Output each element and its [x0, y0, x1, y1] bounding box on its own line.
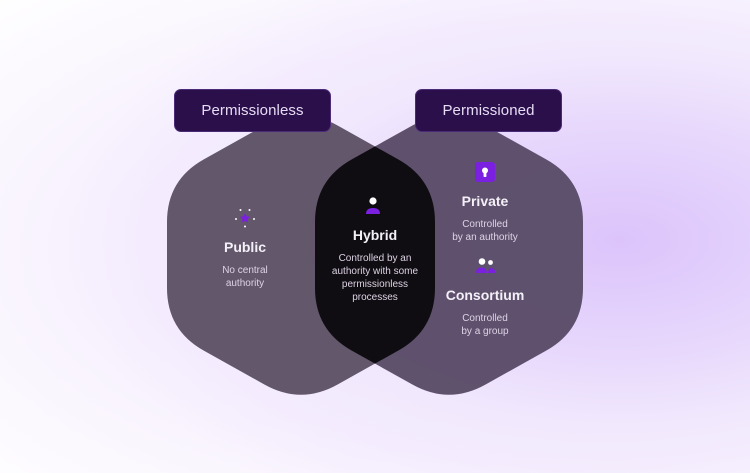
keyhole-lock-icon	[475, 162, 495, 182]
public-description: No central authority	[222, 265, 268, 289]
group-icon	[476, 258, 496, 273]
public-title: Public	[223, 239, 266, 255]
hybrid-overlap-region	[315, 115, 435, 395]
permissioned-label: Permissioned	[415, 89, 562, 132]
consortium-section: Consortium Controlled by a group	[430, 287, 540, 338]
person-icon	[366, 197, 380, 214]
consortium-title: Consortium	[445, 287, 525, 303]
private-title: Private	[461, 193, 509, 209]
sparkle-star-icon	[235, 209, 255, 228]
hybrid-title: Hybrid	[352, 227, 398, 243]
private-section: Private Controlled by an authority	[435, 193, 535, 244]
private-description: Controlled by an authority	[452, 219, 518, 243]
consortium-description: Controlled by a group	[461, 313, 509, 337]
permissionless-label: Permissionless	[174, 89, 331, 132]
hybrid-section: Hybrid Controlled by an authority with s…	[315, 227, 435, 304]
hybrid-description: Controlled by an authority with some per…	[331, 253, 419, 303]
public-section: Public No central authority	[195, 239, 295, 290]
